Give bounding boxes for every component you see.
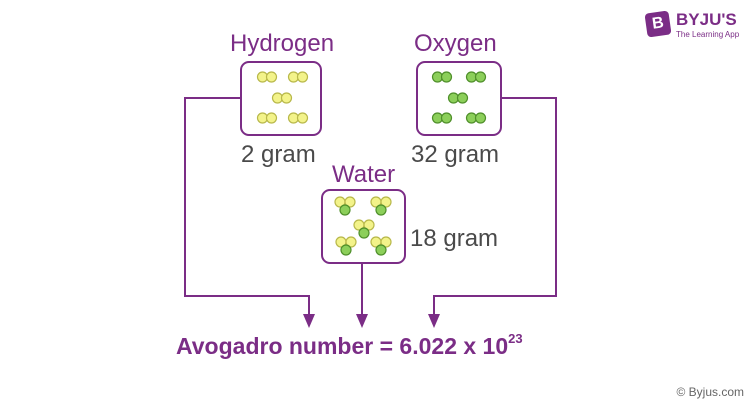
byjus-logo: B BYJU'S The Learning App (644, 10, 746, 46)
water-molecules (334, 196, 392, 256)
connector-lines (184, 97, 557, 324)
water-hydrogen-atom (345, 236, 357, 248)
arrowheads (303, 314, 440, 328)
avogadro-formula: Avogadro number = 6.022 x 1023 (176, 331, 523, 360)
oxygen-title: Oxygen (414, 30, 497, 57)
oxygen-arrowhead (428, 314, 440, 328)
oxygen-molecules (431, 71, 487, 124)
oxygen-connector (433, 97, 557, 324)
hydrogen-atom (280, 92, 293, 104)
byjus-logo-mark-icon: B (644, 10, 672, 38)
water-hydrogen-atom (380, 236, 392, 248)
byjus-logo-name: BYJU'S (676, 10, 737, 29)
water-hydrogen-atom (344, 196, 356, 208)
water-oxygen-atom (340, 244, 352, 256)
oxygen-atom (440, 71, 453, 83)
hydrogen-atom (296, 71, 309, 83)
hydrogen-molecules (256, 71, 309, 124)
oxygen-atom (474, 112, 487, 124)
copyright-notice: © Byjus.com (676, 385, 744, 399)
hydrogen-arrowhead (303, 314, 315, 328)
water-oxygen-atom (375, 244, 387, 256)
water-title: Water (332, 161, 396, 188)
hydrogen-atom (296, 112, 309, 124)
water-oxygen-atom (339, 204, 351, 216)
oxygen-atom (440, 112, 453, 124)
water-mass: 18 gram (410, 225, 499, 252)
water-hydrogen-atom (363, 219, 375, 231)
hydrogen-connector (184, 97, 310, 324)
water-oxygen-atom (375, 204, 387, 216)
oxygen-atom (474, 71, 487, 83)
avogadro-formula-text: Avogadro number = 6.022 x 10 (176, 333, 509, 359)
oxygen-atom (456, 92, 469, 104)
byjus-logo-tagline: The Learning App (676, 30, 740, 39)
hydrogen-title: Hydrogen (230, 30, 335, 57)
water-arrowhead (356, 314, 368, 328)
water-oxygen-atom (358, 227, 370, 239)
hydrogen-atom (265, 71, 278, 83)
oxygen-mass: 32 gram (411, 141, 500, 168)
hydrogen-mass: 2 gram (241, 141, 316, 168)
avogadro-exponent: 23 (508, 331, 523, 346)
hydrogen-atom (265, 112, 278, 124)
water-hydrogen-atom (380, 196, 392, 208)
